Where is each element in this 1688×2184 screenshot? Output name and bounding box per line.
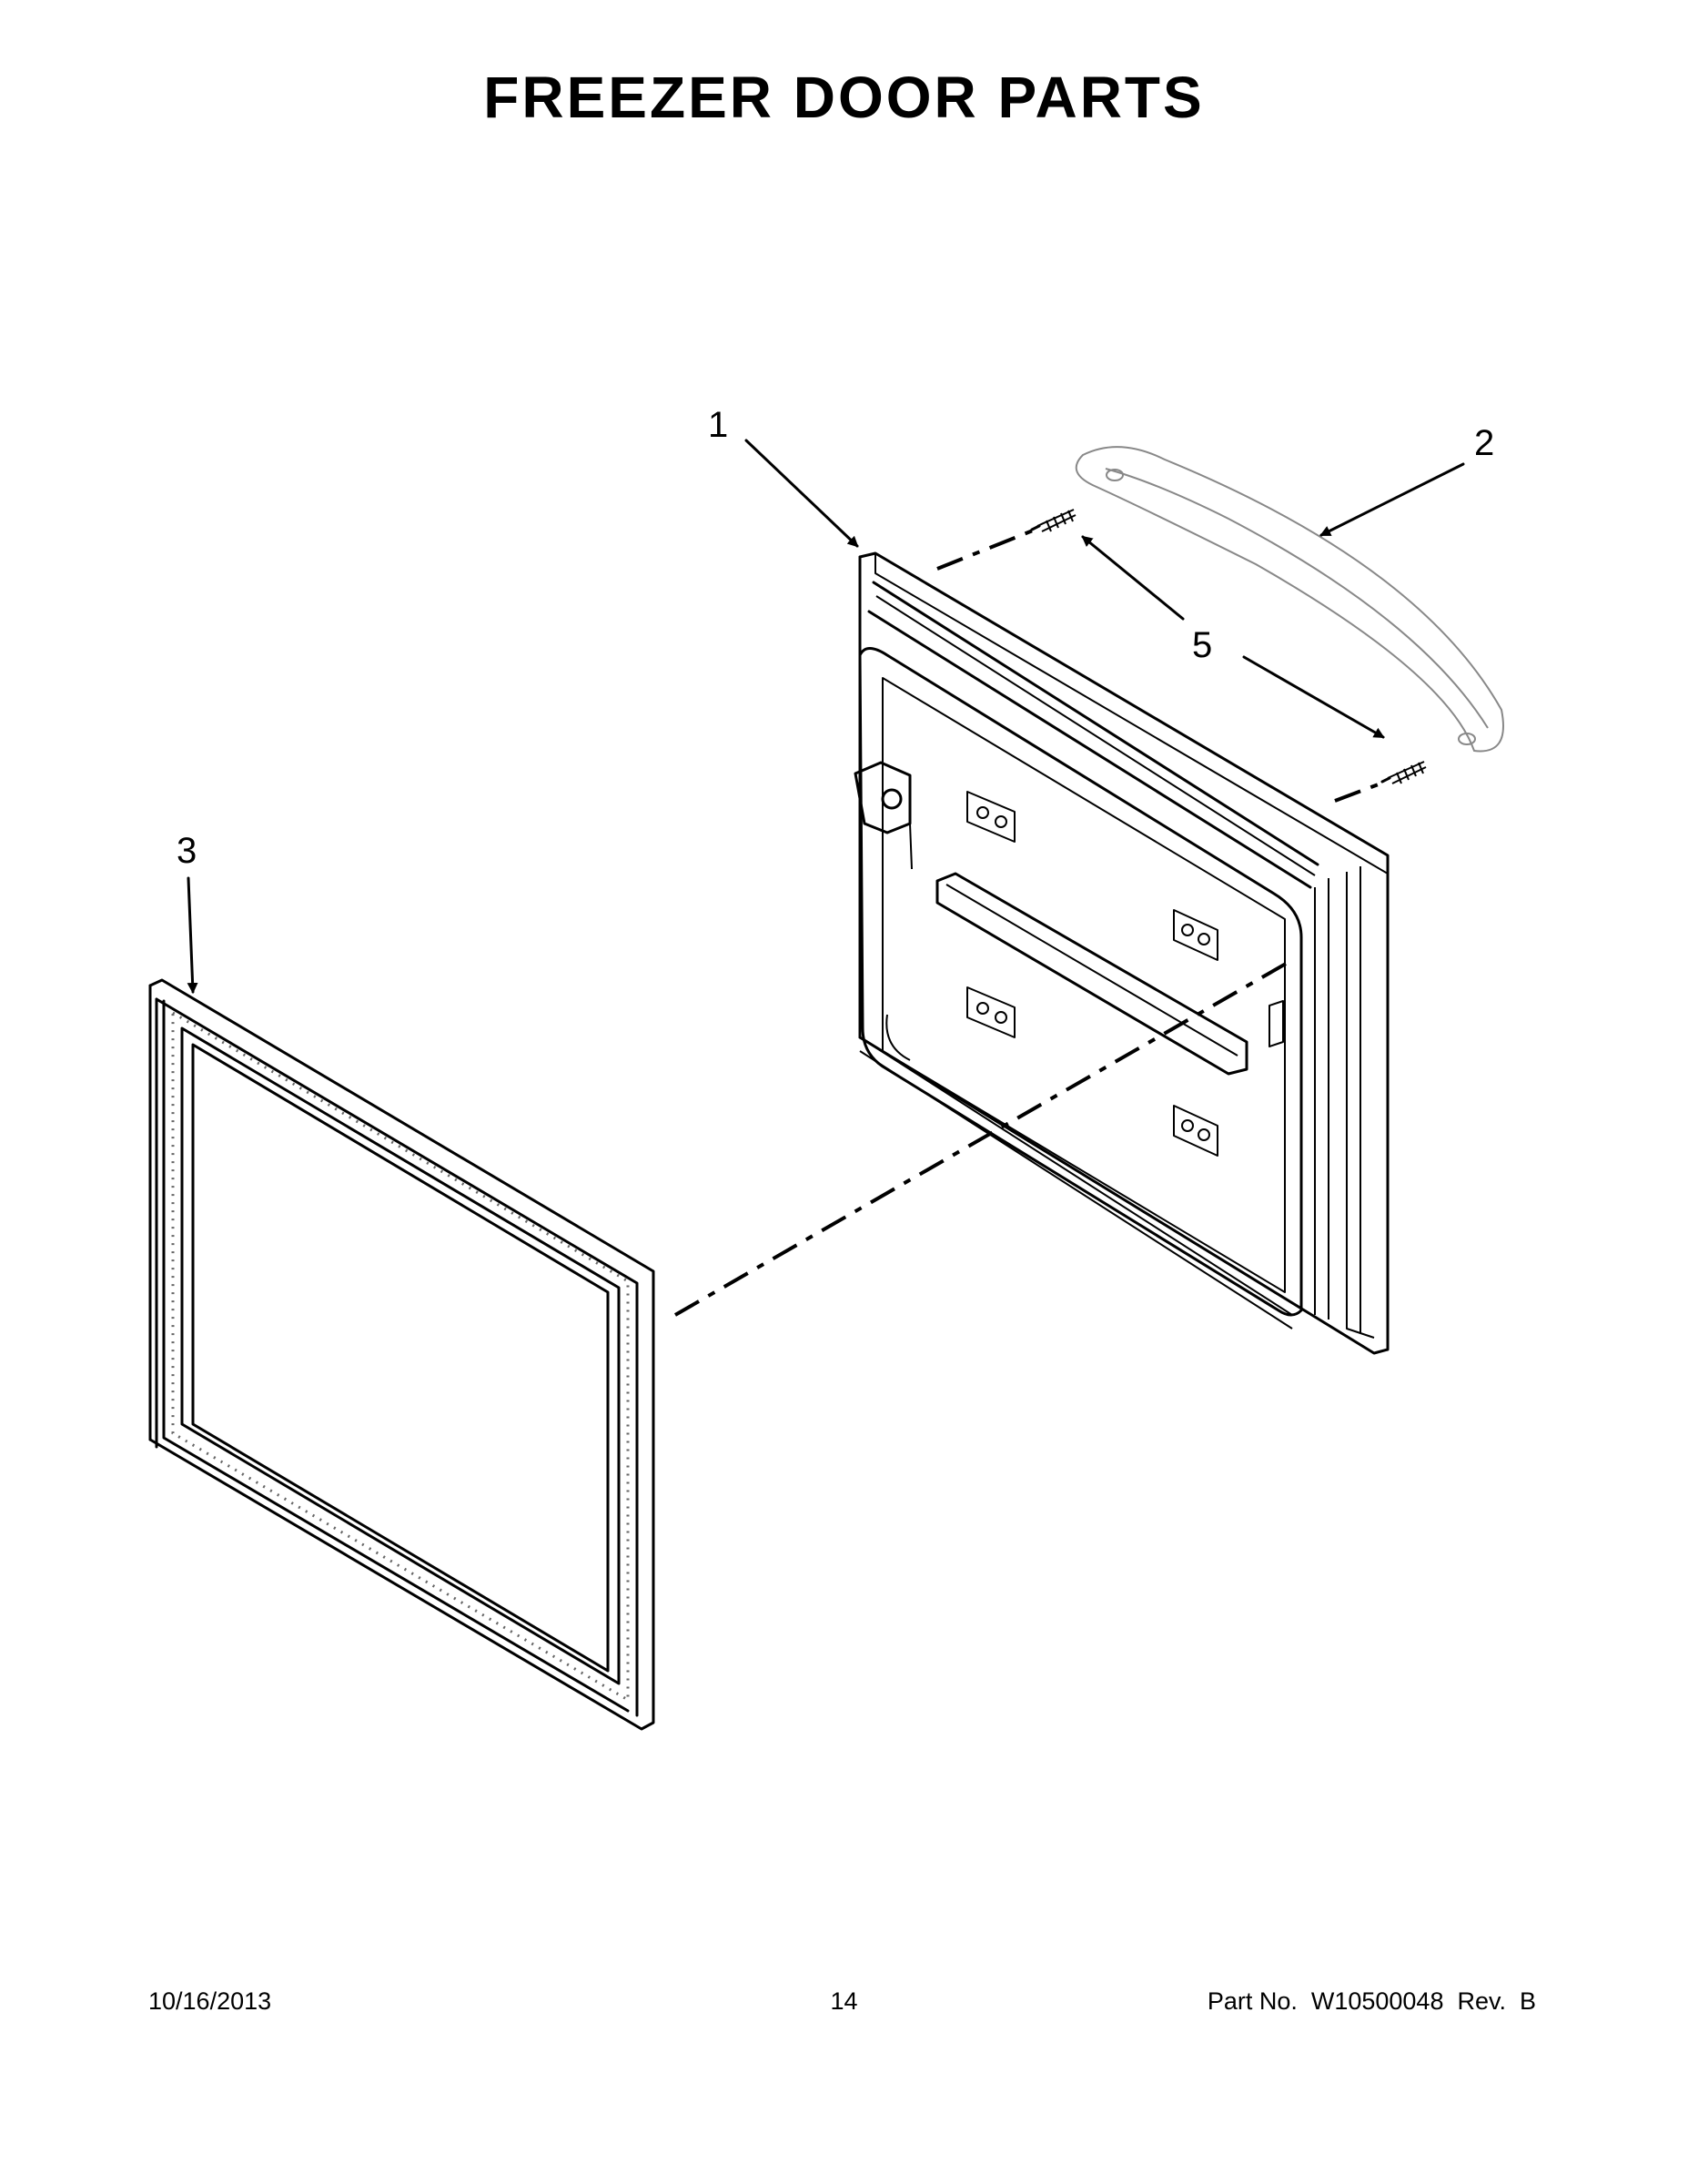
door-bracket xyxy=(966,791,1016,843)
page-title: FREEZER DOOR PARTS xyxy=(483,65,1205,130)
leader-arrow xyxy=(187,876,198,994)
leader-arrow xyxy=(1242,655,1385,739)
callout-2: 2 xyxy=(1474,423,1494,463)
footer-date: 10/16/2013 xyxy=(148,1987,272,2015)
leader-arrow xyxy=(744,439,859,548)
door-gasket-part xyxy=(148,978,655,1731)
door-bracket xyxy=(1173,1105,1218,1157)
footer-part-number: Part No. W10500048 Rev. B xyxy=(1207,1987,1536,2015)
door-handle-part xyxy=(1075,446,1504,753)
handle-screw-part xyxy=(1380,761,1427,784)
alignment-line xyxy=(674,958,1293,1317)
alignment-line xyxy=(1334,781,1384,803)
door-bracket xyxy=(966,986,1016,1038)
alignment-line xyxy=(936,529,1034,571)
callout-1: 1 xyxy=(708,405,728,445)
leader-arrow xyxy=(1081,535,1185,621)
callout-3: 3 xyxy=(177,831,197,871)
handle-screw-part xyxy=(1030,509,1076,532)
freezer-door-part xyxy=(854,551,1390,1355)
footer-page-number: 14 xyxy=(830,1987,858,2015)
leader-arrow xyxy=(1319,462,1465,537)
callout-5: 5 xyxy=(1192,625,1212,665)
door-bracket xyxy=(1173,909,1218,961)
